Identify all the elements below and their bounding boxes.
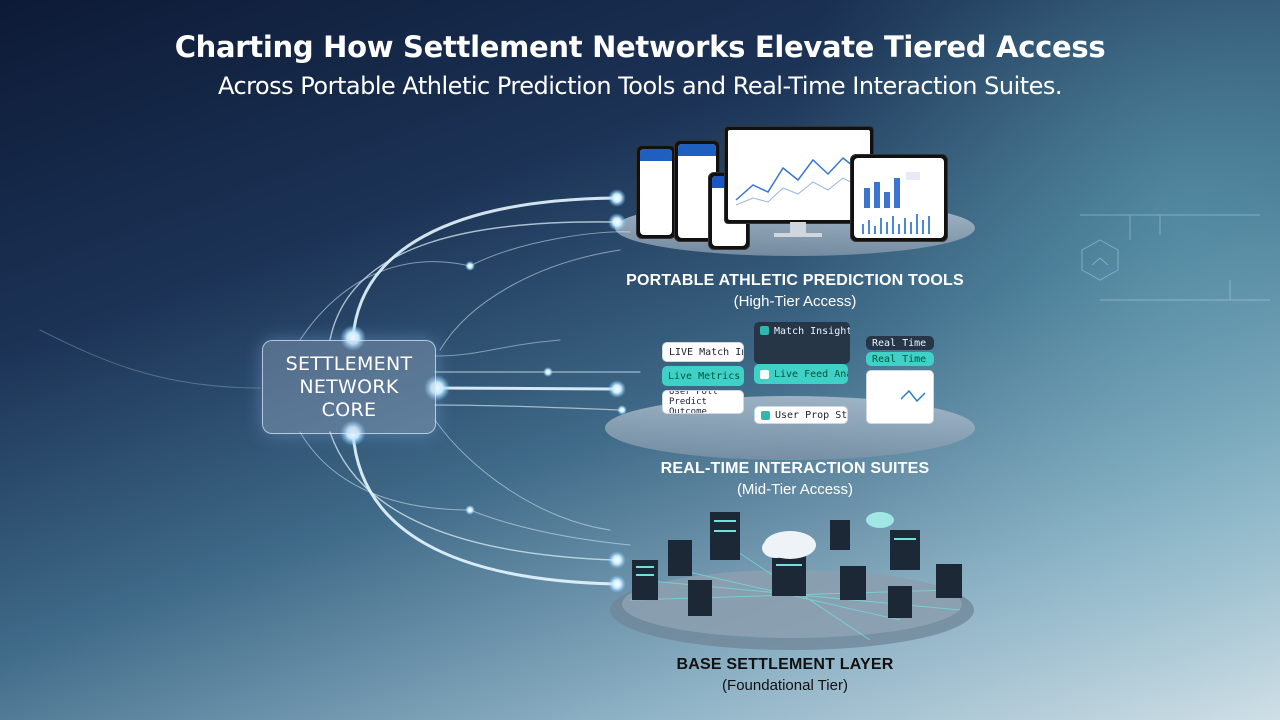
wire-tier3-c	[299, 431, 631, 546]
monitor-base	[774, 233, 822, 237]
interaction-card: Live Feed Analytics	[754, 364, 848, 384]
wire-tier3-d	[434, 419, 611, 531]
node-tier1-b	[608, 213, 626, 231]
bar-chart-graphic	[862, 172, 930, 234]
node-tier3-a	[608, 575, 626, 593]
interaction-card: User Prop Stats	[754, 406, 848, 424]
tier-label-prediction-tools: PORTABLE ATHLETIC PREDICTION TOOLS (High…	[600, 272, 990, 310]
monitor-stand	[790, 222, 806, 234]
node-tier2-c	[617, 405, 627, 415]
wire-tier2-a	[433, 386, 617, 391]
server	[840, 566, 866, 600]
monitor-device	[724, 126, 874, 224]
page-title: Charting How Settlement Networks Elevate…	[174, 30, 1106, 64]
tier-label-base-layer: BASE SETTLEMENT LAYER (Foundational Tier…	[620, 656, 950, 694]
wire-tier2-c	[434, 404, 621, 411]
node-tier3-mid	[465, 505, 475, 515]
node-core-top	[340, 325, 366, 351]
tier-name: PORTABLE ATHLETIC PREDICTION TOOLS	[626, 272, 964, 289]
node-tier2-b	[543, 367, 553, 377]
node-tier3-b	[608, 551, 626, 569]
interaction-panel: Real Time	[866, 336, 934, 350]
interaction-card: User Poll Predict Outcome	[662, 390, 744, 414]
server	[710, 512, 740, 560]
phone-device	[636, 145, 676, 239]
node-tier1-mid	[465, 261, 475, 271]
interaction-card: Real Time	[866, 352, 934, 366]
interaction-panel: Match Insights	[754, 322, 850, 364]
wave-graphic	[900, 389, 926, 403]
tier-name: REAL-TIME INTERACTION SUITES	[660, 460, 930, 477]
interaction-card: LIVE Match Insights	[662, 342, 744, 362]
wire-tier1-d	[439, 249, 621, 351]
server	[830, 520, 850, 550]
tier-label-interaction-suites: REAL-TIME INTERACTION SUITES (Mid-Tier A…	[600, 460, 990, 498]
tier-access: (Mid-Tier Access)	[736, 481, 854, 498]
server	[890, 530, 920, 570]
server	[888, 586, 912, 618]
connection-nodes	[340, 189, 627, 593]
settlement-network-core: SETTLEMENT NETWORK CORE	[262, 340, 436, 434]
node-core-right	[424, 375, 450, 401]
tablet-device	[850, 154, 948, 242]
server	[936, 564, 962, 598]
wire-left-fade	[39, 329, 261, 389]
tier-access: (High-Tier Access)	[733, 293, 857, 310]
node-tier2-a	[608, 380, 626, 398]
wire-tier3-a	[351, 431, 617, 586]
circuit-decoration	[1080, 214, 1270, 301]
wire-tier2-d	[434, 339, 561, 357]
line-chart-graphic	[735, 156, 859, 206]
node-tier1-a	[608, 189, 626, 207]
wire-tier1-a	[351, 196, 617, 340]
server	[688, 580, 712, 616]
page-subtitle: Across Portable Athletic Prediction Tool…	[217, 72, 1063, 100]
wire-tier1-b	[329, 221, 616, 341]
tier-access: (Foundational Tier)	[722, 677, 848, 694]
wire-tier3-b	[329, 431, 616, 561]
server	[772, 556, 806, 596]
server-cluster	[629, 512, 962, 641]
core-label: SETTLEMENT NETWORK CORE	[285, 352, 413, 421]
tier-name: BASE SETTLEMENT LAYER	[676, 656, 894, 673]
interaction-panel	[866, 370, 934, 424]
server	[668, 540, 692, 576]
interaction-card: Live Metrics	[662, 366, 744, 386]
wire-tier1-c	[299, 231, 631, 341]
